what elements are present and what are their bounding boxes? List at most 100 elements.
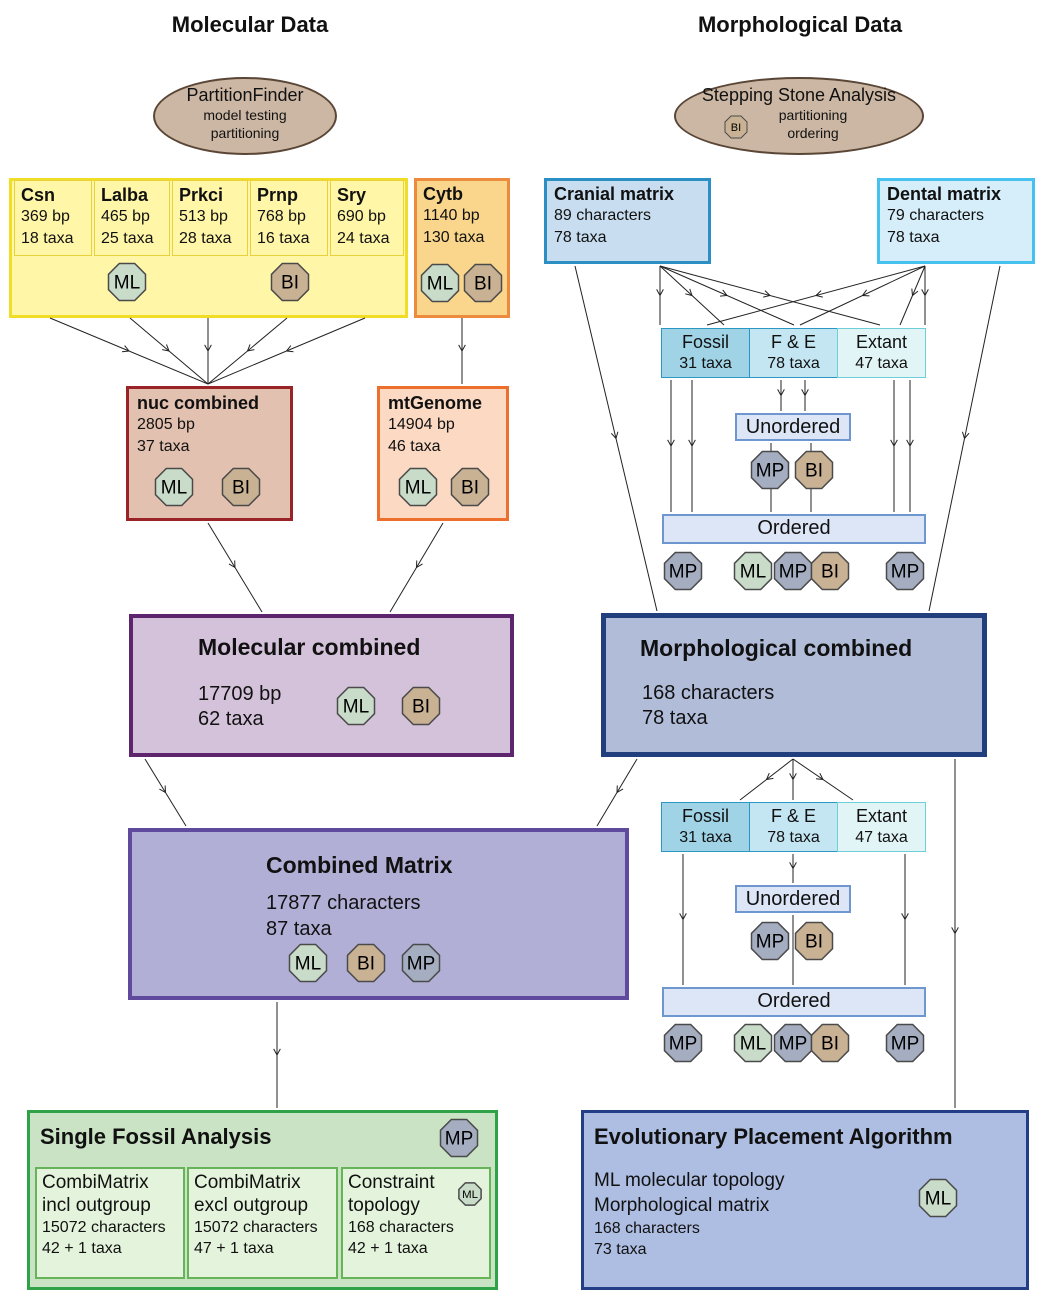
gene-name: Prkci: [179, 185, 224, 205]
subset-taxa: 78 taxa: [767, 355, 820, 372]
sfa-cell-l1: CombiMatrix: [42, 1172, 149, 1193]
partitionfinder-line1: model testing: [203, 107, 287, 123]
stepping-bi-badge: BI: [724, 115, 748, 139]
ordered-box-bottom: Ordered: [662, 987, 926, 1017]
morphcomb-to-subset-arrow-2: [792, 758, 854, 801]
partitionfinder-title: PartitionFinder: [186, 85, 304, 105]
gene-box-3: Prnp 768 bp 16 taxa: [250, 180, 328, 256]
molcomb-to-combined-arrow: [144, 758, 187, 827]
epa-line3: 168 characters: [594, 1220, 700, 1237]
epa-title: Evolutionary Placement Algorithm: [594, 1124, 953, 1149]
ordered-box-top: Ordered: [662, 514, 926, 544]
nuc-combined-title: nuc combined: [137, 393, 260, 413]
subset-name: Fossil: [681, 806, 729, 826]
morphcomb-to-combined-arrow: [596, 758, 638, 827]
epa-line1: ML molecular topology: [594, 1170, 785, 1191]
gene-to-nuc-arrow-3: [207, 317, 288, 385]
dental-matrix-title: Dental matrix: [887, 184, 1002, 204]
gene-to-nuc-arrow-1: [129, 317, 209, 385]
cranial-to-morphcomb-arrow: [574, 265, 658, 612]
subset-taxa: 31 taxa: [679, 829, 732, 846]
gene-to-nuc-arrow-0: [49, 317, 209, 385]
gene-taxa: 18 taxa: [21, 230, 74, 247]
stepping-stone-line2: ordering: [787, 125, 839, 141]
header-morphological: Morphological Data: [697, 12, 903, 37]
top-vertical-1: [688, 380, 696, 512]
subset-name: Fossil: [681, 332, 729, 352]
cytb-to-mt-arrow: [458, 318, 466, 384]
dental-matrix-chars: 79 characters: [887, 207, 984, 224]
dental-matrix-taxa: 78 taxa: [887, 229, 940, 246]
bottom-vertical-right: [901, 854, 909, 985]
top-vertical-0: [667, 380, 675, 512]
morphological-combined-box: Morphological combined 168 characters 78…: [601, 613, 987, 757]
subset-name: F & E: [770, 332, 816, 352]
dental-to-subset-arrow-3: [921, 266, 929, 325]
morphological-combined-title: Morphological combined: [640, 635, 913, 661]
single-fossil-analysis-title: Single Fossil Analysis: [40, 1124, 272, 1149]
cytb-bp: 1140 bp: [423, 207, 480, 224]
header-molecular: Molecular Data: [171, 12, 329, 37]
sfa-cell-l2: incl outgroup: [42, 1195, 151, 1216]
dental-to-subset-arrow-1: [799, 265, 926, 326]
top-vertical-2: [890, 380, 898, 512]
gene-taxa: 28 taxa: [179, 230, 232, 247]
gene-bp: 690 bp: [337, 208, 386, 225]
mtgenome-taxa: 46 taxa: [388, 438, 441, 455]
sfa-cell-l2: excl outgroup: [194, 1195, 309, 1216]
gene-to-nuc-arrow-2: [204, 318, 212, 384]
dental-matrix-box: Dental matrix 79 characters 78 taxa: [877, 178, 1035, 264]
cranial-matrix-title: Cranial matrix: [554, 184, 675, 204]
gene-taxa: 16 taxa: [257, 230, 310, 247]
cranial-to-subset-arrow-0: [656, 266, 664, 325]
gene-name: Sry: [337, 185, 367, 205]
fe-to-unordered-right: [801, 380, 809, 411]
molecular-combined-title: Molecular combined: [198, 634, 421, 660]
gene-name: Csn: [21, 185, 56, 205]
gene-bp: 513 bp: [179, 208, 228, 225]
combined-matrix-title: Combined Matrix: [266, 852, 453, 878]
gene-to-nuc-arrow-4: [207, 317, 366, 385]
bottom-subset-0: Fossil 31 taxa: [661, 802, 750, 852]
gene-box-2: Prkci 513 bp 28 taxa: [172, 180, 248, 256]
cytb-name: Cytb: [423, 184, 463, 204]
gene-box-4: Sry 690 bp 24 taxa: [330, 180, 404, 256]
cranial-to-subset-arrow-2: [659, 265, 795, 326]
sfa-cell-l4: 47 + 1 taxa: [194, 1240, 274, 1257]
subset-taxa: 47 taxa: [855, 829, 908, 846]
subset-name: Extant: [855, 332, 908, 352]
cranial-matrix-taxa: 78 taxa: [554, 229, 607, 246]
bottom-vertical-left: [679, 854, 687, 985]
gene-taxa: 24 taxa: [337, 230, 390, 247]
morphcomb-to-subset-arrow-1: [789, 759, 797, 800]
morphological-combined-taxa: 78 taxa: [642, 707, 708, 729]
gene-bp: 768 bp: [257, 208, 306, 225]
unordered-box-top: Unordered: [735, 413, 851, 441]
sfa-cell-l1: CombiMatrix: [194, 1172, 301, 1193]
cranial-matrix-box: Cranial matrix 89 characters 78 taxa: [544, 178, 711, 264]
combined-to-sfa-arrow: [273, 1002, 281, 1108]
fe-to-unordered-left: [777, 380, 785, 411]
stepping-stone-line1: partitioning: [778, 107, 848, 123]
gene-taxa: 25 taxa: [101, 230, 154, 247]
top-subset-1: F & E 78 taxa: [749, 328, 838, 378]
mtgenome-bp: 14904 bp: [388, 416, 455, 433]
dental-to-subset-arrow-2: [899, 265, 926, 326]
nuc-combined-bp: 2805 bp: [137, 416, 195, 433]
combined-matrix-chars: 17877 characters: [266, 892, 421, 914]
nuc-combined-box: nuc combined 2805 bp 37 taxa: [126, 386, 293, 521]
cranial-to-subset-arrow-3: [659, 265, 881, 326]
morphcomb-to-epa-arrow: [951, 759, 959, 1108]
molecular-combined-box: Molecular combined 17709 bp 62 taxa: [129, 614, 514, 757]
mtgenome-title: mtGenome: [388, 393, 483, 413]
gene-name: Prnp: [257, 185, 299, 205]
stepping-stone-node: Stepping Stone Analysis BI partitioning …: [674, 77, 924, 155]
subset-taxa: 47 taxa: [855, 355, 908, 372]
molecular-combined-taxa: 62 taxa: [198, 708, 264, 730]
morphological-combined-chars: 168 characters: [642, 682, 775, 704]
mt-to-molcomb-arrow: [389, 522, 444, 613]
